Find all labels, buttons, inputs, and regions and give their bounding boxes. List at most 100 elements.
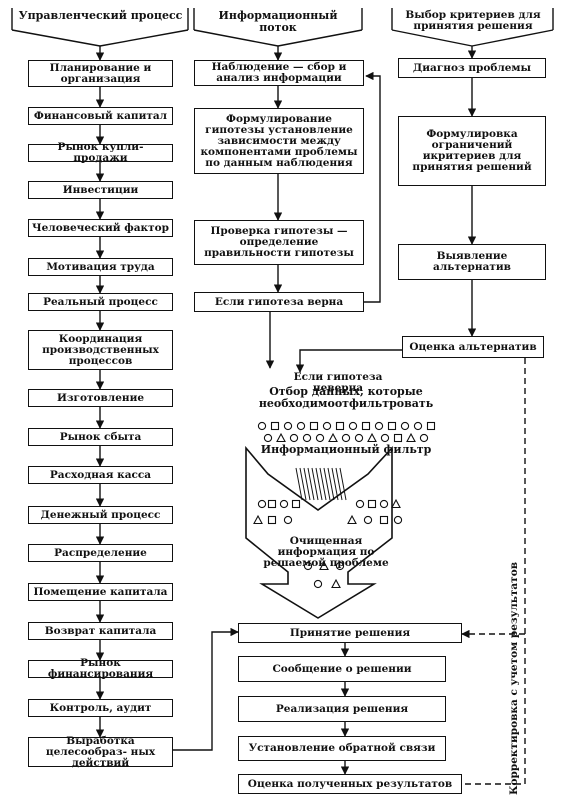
- filter-particle: [391, 498, 401, 509]
- mesh-line: [339, 467, 347, 501]
- filter-particle: [328, 432, 338, 443]
- left-box-planning: Планирование и организация: [28, 60, 173, 87]
- left-box-manufacturing: Изготовление: [28, 389, 173, 407]
- filter-particle: [413, 421, 423, 431]
- filter-particle: [309, 421, 319, 431]
- left-box-capital-placement: Помещение капитала: [28, 583, 173, 601]
- filter-particle: [380, 433, 390, 443]
- left-box-investments: Инвестиции: [28, 181, 173, 199]
- filter-particle: [419, 433, 429, 443]
- filter-particle: [335, 421, 345, 431]
- mesh-line: [331, 467, 339, 501]
- middle-column-arrows: [265, 71, 381, 369]
- left-box-finance-capital: Финансовый капитал: [28, 107, 173, 125]
- filter-particle: [319, 560, 329, 571]
- filter-particle: [393, 515, 403, 525]
- mid-box-hypothesis: Формулирование гипотезы установление зав…: [194, 108, 364, 174]
- filter-particle: [379, 515, 389, 525]
- left-box-human-factor: Человеческий фактор: [28, 219, 173, 237]
- filter-particle: [347, 514, 357, 525]
- mid-label-if-false: Если гипотеза неверна: [293, 371, 383, 394]
- filter-label: Информационный фильтр: [260, 443, 432, 456]
- filter-particle: [348, 421, 358, 431]
- header-funnel-3: [391, 8, 554, 59]
- filter-particle: [276, 432, 286, 443]
- left-box-control-audit: Контроль, аудит: [28, 699, 173, 717]
- left-box-market: Рынок купли-продажи: [28, 142, 173, 164]
- left-box-money-process: Денежный процесс: [28, 506, 173, 524]
- filter-particle: [341, 433, 351, 443]
- filter-particle: [406, 432, 416, 443]
- filter-particle: [296, 421, 306, 431]
- filter-particle: [303, 561, 313, 571]
- filter-particle: [363, 515, 373, 525]
- mesh-line: [323, 467, 331, 501]
- mesh-line: [303, 467, 311, 501]
- filter-particle: [283, 421, 293, 431]
- bottom-box-results-evaluation: Оценка полученных результатов: [238, 774, 462, 794]
- left-box-cash-desk: Расходная касса: [28, 466, 173, 484]
- filter-particle: [267, 499, 277, 509]
- left-box-capital-return: Возврат капитала: [28, 622, 173, 640]
- header-funnel-1: [11, 8, 189, 61]
- mesh-line: [311, 467, 319, 501]
- filter-particle: [257, 499, 267, 509]
- bottom-box-feedback: Установление обратной связи: [238, 736, 446, 761]
- filter-particle: [374, 421, 384, 431]
- right-box-constraints: Формулировка ограничений икритериев для …: [398, 116, 546, 186]
- filter-particle: [367, 499, 377, 509]
- filter-particle: [355, 499, 365, 509]
- mesh-line: [315, 467, 323, 501]
- left-box-real-process: Реальный процесс: [28, 293, 173, 311]
- bottom-box-implementation: Реализация решения: [238, 696, 446, 722]
- filter-particle: [315, 433, 325, 443]
- filter-particle: [313, 579, 323, 589]
- filter-particle: [302, 433, 312, 443]
- filter-particle: [253, 514, 263, 525]
- filter-particle: [400, 421, 410, 431]
- mid-box-observation: Наблюдение — сбор и анализ информации: [194, 60, 364, 86]
- mid-box-hypothesis-check: Проверка гипотезы — определение правильн…: [194, 220, 364, 265]
- filter-bottom-text: Очищенная информация по решаемой проблем…: [263, 535, 389, 569]
- right-column-arrows: [295, 78, 477, 373]
- filter-particle: [289, 433, 299, 443]
- right-box-evaluation: Оценка альтернатив: [402, 336, 544, 358]
- information-filter-shape: [245, 445, 393, 619]
- bottom-box-communication: Сообщение о решении: [238, 656, 446, 682]
- left-box-motivation: Мотивация труда: [28, 258, 173, 276]
- filter-particle: [426, 421, 436, 431]
- header-funnel-2: [193, 8, 363, 61]
- filter-particle: [267, 515, 277, 525]
- feedback-dashed-line: [461, 358, 526, 785]
- mesh-line: [295, 467, 303, 501]
- mesh-line: [327, 467, 335, 501]
- filter-particle: [263, 433, 273, 443]
- right-box-alternatives: Выявление альтернатив: [398, 244, 546, 280]
- left-box-financing-market: Рынок финансирования: [28, 658, 173, 680]
- filter-particle: [279, 499, 289, 509]
- filter-particle: [291, 499, 301, 509]
- filter-particle: [322, 421, 332, 431]
- mesh-line: [299, 467, 307, 501]
- filter-particle: [335, 561, 345, 571]
- filter-particle: [367, 432, 377, 443]
- mesh-line: [335, 467, 343, 501]
- filter-particle: [270, 421, 280, 431]
- filter-top-text: Отбор данных, которые необходимоотфильтр…: [258, 385, 434, 410]
- filter-particles: [253, 421, 436, 589]
- filter-particle: [387, 421, 397, 431]
- header-management-process: Управленческий процесс: [18, 9, 183, 22]
- filter-particle: [361, 421, 371, 431]
- mesh-line: [307, 467, 315, 501]
- filter-particle: [331, 578, 341, 589]
- filter-particle: [393, 433, 403, 443]
- filter-particle: [379, 499, 389, 509]
- decision-feed-arrow: [172, 627, 239, 751]
- left-box-coordination: Координация производственных процессов: [28, 330, 173, 370]
- bottom-box-decision: Принятие решения: [238, 623, 462, 643]
- filter-particle: [283, 515, 293, 525]
- mid-box-if-true: Если гипотеза верна: [194, 292, 364, 312]
- filter-particle: [257, 421, 267, 431]
